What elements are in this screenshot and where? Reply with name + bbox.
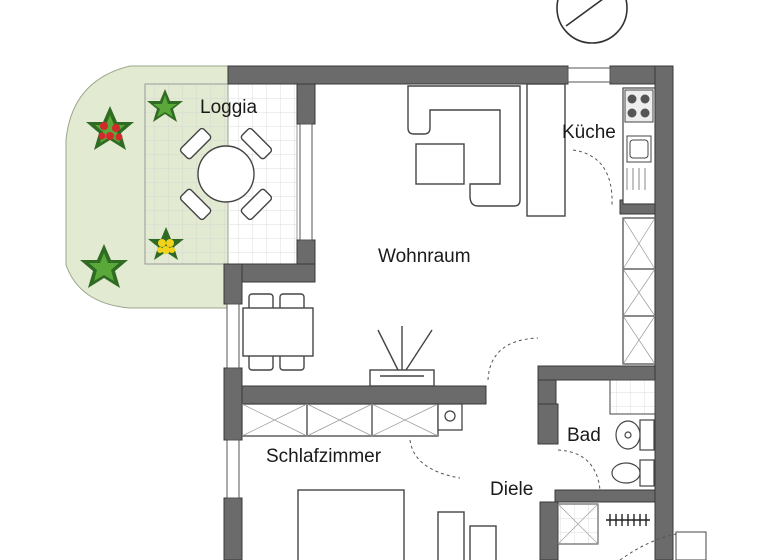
toilet-icon xyxy=(611,459,655,487)
sink-icon xyxy=(615,419,655,451)
wardrobe-icon xyxy=(241,403,463,437)
sofa-icon xyxy=(407,85,521,207)
stove-icon xyxy=(624,89,654,123)
door-swings xyxy=(409,337,601,491)
room-label-loggia: Loggia xyxy=(200,97,258,118)
kitchen-door-swing xyxy=(572,149,613,207)
room-label-wohnraum: Wohnraum xyxy=(378,246,471,267)
room-label-kueche: Küche xyxy=(562,122,616,143)
room-label-schlafzimmer: Schlafzimmer xyxy=(266,446,382,467)
radiator-icon xyxy=(606,514,650,526)
tv-icon xyxy=(369,326,435,387)
table-icon xyxy=(179,127,273,221)
plant-icon xyxy=(80,89,184,288)
kitchen-counter xyxy=(526,83,566,217)
north-arrow-icon xyxy=(556,0,628,44)
room-label-bad: Bad xyxy=(567,425,601,446)
windows xyxy=(226,67,611,499)
dining-table-icon xyxy=(242,293,314,371)
room-label-diele: Diele xyxy=(490,479,534,500)
bath-shower xyxy=(609,379,656,415)
bed-icon xyxy=(297,489,497,560)
kitchen-cabinets xyxy=(622,87,656,365)
entrance-door-swing xyxy=(619,533,677,560)
sink-icon xyxy=(626,135,652,190)
